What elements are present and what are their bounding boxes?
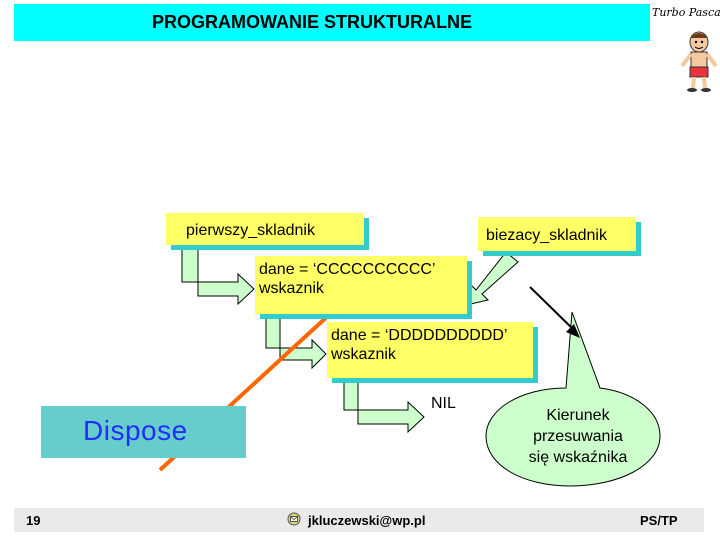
node-d-data: dane = ‘DDDDDDDDDD’ xyxy=(331,327,508,344)
nil-label: NIL xyxy=(431,395,456,412)
callout-bubble xyxy=(485,311,661,487)
footer-email: jkluczewski@wp.pl xyxy=(308,513,426,528)
node-c-pointer: wskaznik xyxy=(259,280,324,297)
mascot-icon xyxy=(680,31,718,92)
node-d-pointer: wskaznik xyxy=(331,346,396,363)
link-arrow-current xyxy=(461,251,519,307)
footer-code: PS/TP xyxy=(640,513,678,528)
logo-text: Turbo Pascal xyxy=(652,6,720,19)
callout-line-3: się wskaźnika xyxy=(528,449,628,466)
dispose-box: Dispose xyxy=(41,406,246,458)
link-arrow-first xyxy=(181,244,255,306)
callout-text: Kierunek przesuwania się wskaźnika xyxy=(495,405,661,468)
nil-box: NIL xyxy=(425,388,469,418)
link-arrow-c xyxy=(265,313,327,370)
header-bar xyxy=(14,4,650,41)
node-d-box: dane = ‘DDDDDDDDDD’ wskaznik xyxy=(327,322,533,378)
page-title: PROGRAMOWANIE STRUKTURALNE xyxy=(152,12,472,32)
mail-icon xyxy=(287,512,301,526)
node-c-box: dane = ‘CCCCCCCCCC’ wskaznik xyxy=(255,256,467,314)
node-c-data: dane = ‘CCCCCCCCCC’ xyxy=(259,261,436,278)
callout-line-1: Kierunek xyxy=(546,407,610,424)
link-arrow-d xyxy=(343,377,425,434)
direction-arrow xyxy=(529,286,577,333)
current-element-box: biezacy_skladnik xyxy=(478,217,636,251)
direction-arrow-head xyxy=(566,324,580,338)
footer-bar xyxy=(14,508,704,532)
first-element-box: pierwszy_skladnik xyxy=(166,213,364,245)
page-number: 19 xyxy=(26,513,41,528)
callout-line-2: przesuwania xyxy=(533,428,623,445)
